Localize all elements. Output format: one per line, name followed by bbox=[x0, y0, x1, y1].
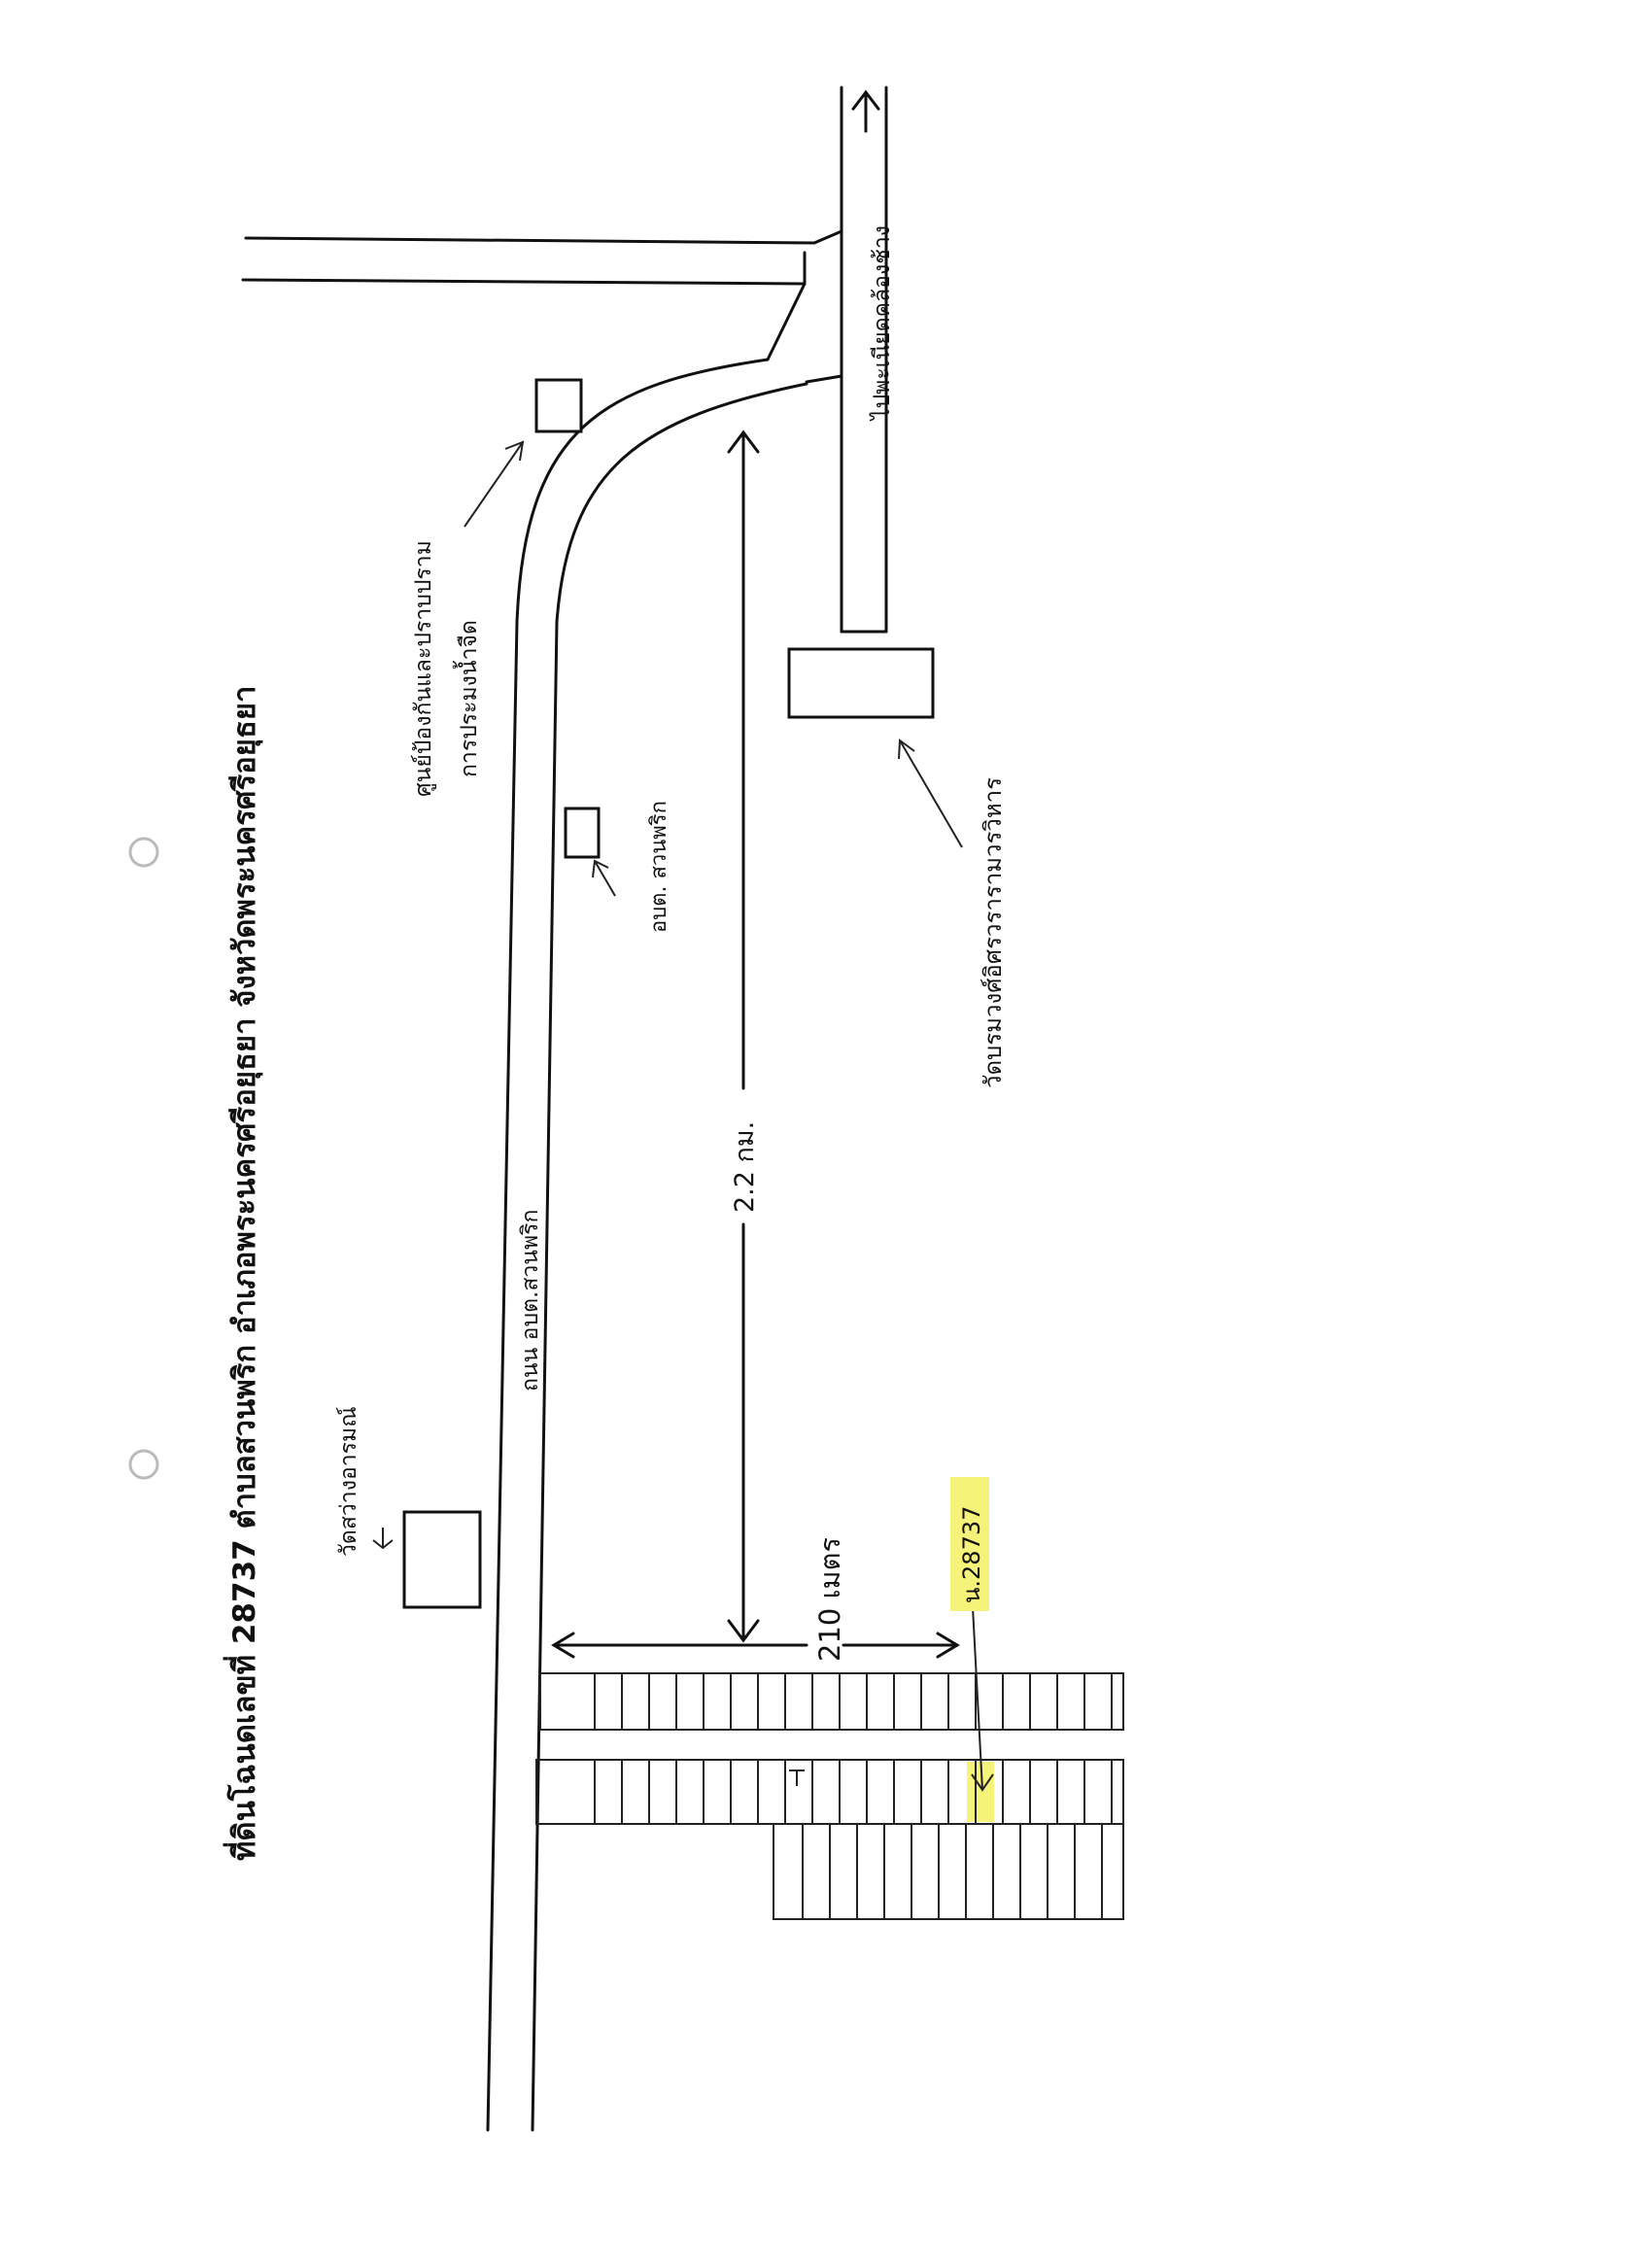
direction-label: ไปพะเนียดคล้องช้าง bbox=[869, 225, 895, 422]
wat-sawang-building bbox=[402, 1510, 482, 1609]
pointer-arrows bbox=[372, 440, 963, 1550]
frontage-label: 210 เมตร bbox=[813, 1537, 846, 1662]
obt-office-building bbox=[564, 807, 601, 859]
phaniat-road bbox=[805, 86, 888, 634]
map-title: ที่ดินโฉนดเลขที่ 28737 ตำบลสวนพริก อำเภอ… bbox=[223, 686, 263, 1861]
wat-borommawong-label: วัดบรมวงศ์อิศรวรารามวรวิหาร bbox=[980, 777, 1007, 1088]
upper-road bbox=[241, 236, 816, 286]
parcel-label: น.28737 bbox=[958, 1506, 985, 1603]
wat-borommawong-building bbox=[787, 647, 935, 719]
binder-hole-bottom bbox=[128, 1449, 159, 1480]
wat-sawang-label: วัดสว่างอารมณ์ bbox=[335, 1406, 361, 1557]
obt-office-label: อบต. สวนพริก bbox=[647, 801, 671, 933]
parcel-pointer bbox=[971, 1588, 994, 1792]
binder-hole-top bbox=[128, 837, 159, 868]
parcel-grid bbox=[535, 1672, 1124, 1920]
distance-arrow bbox=[727, 430, 760, 1643]
frontage-arrow bbox=[551, 1632, 960, 1659]
flood-center-label-line2: การประมงน้ำจืด bbox=[453, 620, 482, 777]
distance-label: 2.2 กม. bbox=[730, 1121, 760, 1213]
flood-center-building bbox=[534, 378, 583, 433]
direction-arrow bbox=[851, 89, 880, 133]
road-label: ถนน อบต.สวนพริก bbox=[518, 1210, 543, 1392]
parcel-label-highlight bbox=[950, 1477, 989, 1611]
flood-center-label-line1: ศูนย์ป้องกันและปราบปราม bbox=[410, 540, 436, 797]
target-parcel[interactable] bbox=[967, 1762, 994, 1822]
